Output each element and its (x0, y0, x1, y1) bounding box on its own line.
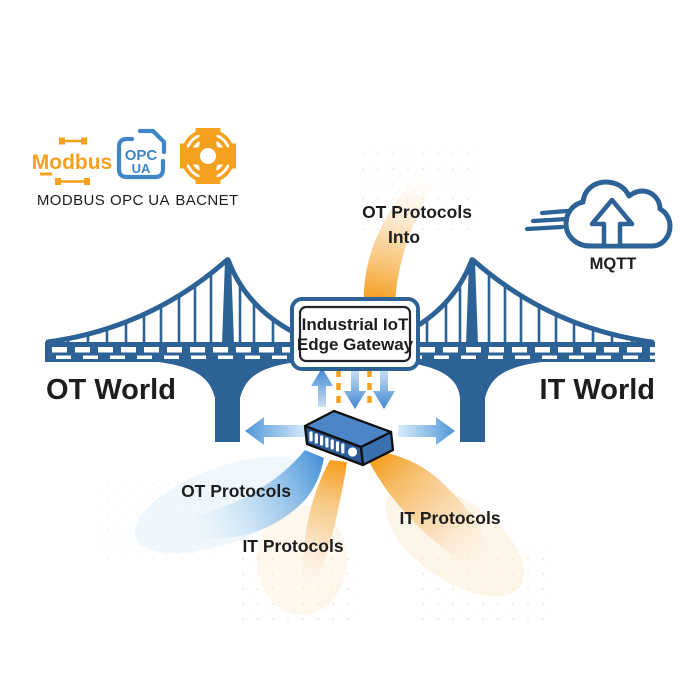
bottom-left-flow-swoosh (158, 450, 324, 539)
gateway-box: Industrial IoT Edge Gateway (290, 297, 420, 371)
bottom-left-flow-label: OT Protocols (181, 481, 291, 501)
speckle-texture (100, 140, 550, 625)
gateway-title-line1: Industrial IoT (302, 315, 409, 334)
opcua-icon: OPC UA (116, 128, 167, 180)
bridge-left-pier (150, 361, 305, 442)
top-flow-label-line1: OT Protocols (362, 202, 472, 222)
right-arrow-icon (398, 417, 455, 445)
ot-world-label: OT World (46, 374, 176, 406)
bacnet-icon (180, 128, 236, 184)
bridge-right-tower (466, 257, 478, 344)
bridge-left-tower (222, 257, 234, 344)
gateway-title-line2: Edge Gateway (297, 335, 414, 354)
device-ports (309, 431, 345, 454)
mqtt-cloud-icon (524, 179, 673, 249)
opcua-icon-text-line1: OPC (125, 147, 158, 164)
bottom-middle-flow-swoosh (302, 460, 347, 594)
opcua-icon-text-line2: UA (132, 161, 151, 176)
down-arrow-icon-2 (373, 369, 395, 409)
down-arrow-icon-1 (344, 369, 366, 409)
bacnet-label: BACNET (175, 192, 238, 209)
up-arrow-icon (311, 368, 333, 407)
mqtt-label: MQTT (590, 255, 637, 273)
top-flow-label-line2: Into (388, 227, 420, 247)
bottom-right-flow-label: IT Protocols (399, 508, 500, 528)
top-flow-swoosh (363, 165, 438, 304)
left-arrow-icon (245, 417, 308, 445)
speed-lines-icon (524, 208, 570, 232)
device-led (347, 447, 358, 457)
bottom-middle-flow-label: IT Protocols (242, 536, 343, 556)
it-world-label: IT World (540, 374, 655, 406)
bottom-right-flow-swoosh (366, 451, 495, 582)
gateway-device (303, 409, 395, 467)
upload-arrow-icon (589, 197, 635, 249)
bridge-left (45, 257, 305, 442)
bridge-right-pier (395, 361, 550, 442)
modbus-label: MODBUS (37, 192, 105, 209)
opcua-label: OPC UA (110, 192, 170, 209)
modbus-icon: Modbus (32, 137, 112, 185)
modbus-wordmark: Modbus (32, 151, 112, 174)
